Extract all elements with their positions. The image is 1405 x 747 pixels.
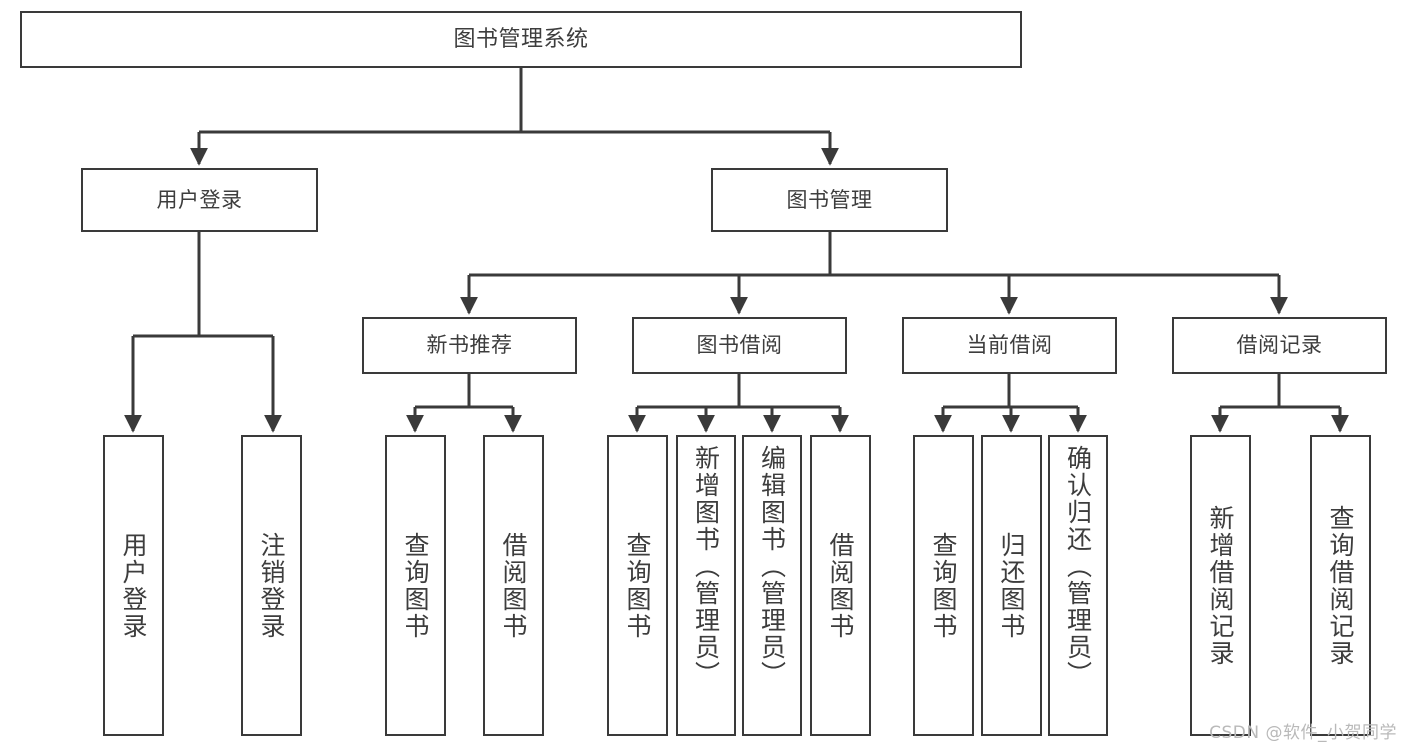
node-label: 图书借阅 xyxy=(696,333,783,358)
node-label: 查询图书 xyxy=(929,531,958,640)
node-user-login[interactable]: 用户登录 xyxy=(81,168,318,232)
node-leaf-borrow-book-2[interactable]: 借阅图书 xyxy=(810,435,871,736)
node-label: 图书管理系统 xyxy=(453,26,589,52)
node-label: 新书推荐 xyxy=(426,333,513,358)
node-leaf-query-book-2[interactable]: 查询图书 xyxy=(607,435,668,736)
node-leaf-query-book-1[interactable]: 查询图书 xyxy=(385,435,446,736)
node-label: 查询图书 xyxy=(401,531,430,640)
node-leaf-query-book-3[interactable]: 查询图书 xyxy=(913,435,974,736)
node-leaf-borrow-book-1[interactable]: 借阅图书 xyxy=(483,435,544,736)
csdn-watermark: CSDN @软件_小贺同学 xyxy=(1209,723,1397,743)
node-new-book-rec[interactable]: 新书推荐 xyxy=(362,317,577,374)
node-label: 新增借阅记录 xyxy=(1206,504,1235,667)
node-label: 查询借阅记录 xyxy=(1326,504,1355,667)
node-label: 编辑图书（管理员） xyxy=(757,445,787,688)
node-label: 归还图书 xyxy=(997,531,1026,640)
node-label: 用户登录 xyxy=(156,187,243,212)
node-label: 新增图书（管理员） xyxy=(691,445,721,688)
node-leaf-user-login[interactable]: 用户登录 xyxy=(103,435,164,736)
node-label: 借阅记录 xyxy=(1236,333,1323,358)
node-leaf-logout[interactable]: 注销登录 xyxy=(241,435,302,736)
node-label: 用户登录 xyxy=(119,531,148,640)
node-leaf-add-borrow-record[interactable]: 新增借阅记录 xyxy=(1190,435,1251,736)
node-book-borrow[interactable]: 图书借阅 xyxy=(632,317,847,374)
node-leaf-confirm-return-admin[interactable]: 确认归还（管理员） xyxy=(1048,435,1108,736)
node-leaf-edit-book-admin[interactable]: 编辑图书（管理员） xyxy=(742,435,802,736)
node-label: 注销登录 xyxy=(257,531,286,640)
node-borrow-record[interactable]: 借阅记录 xyxy=(1172,317,1387,374)
node-label: 借阅图书 xyxy=(826,531,855,640)
node-label: 当前借阅 xyxy=(966,333,1053,358)
node-current-borrow[interactable]: 当前借阅 xyxy=(902,317,1117,374)
node-leaf-return-book[interactable]: 归还图书 xyxy=(981,435,1042,736)
node-root-system[interactable]: 图书管理系统 xyxy=(20,11,1022,68)
node-book-manage[interactable]: 图书管理 xyxy=(711,168,948,232)
node-label: 图书管理 xyxy=(786,187,873,212)
node-leaf-query-borrow-record[interactable]: 查询借阅记录 xyxy=(1310,435,1371,736)
node-label: 查询图书 xyxy=(623,531,652,640)
node-label: 借阅图书 xyxy=(499,531,528,640)
node-label: 确认归还（管理员） xyxy=(1063,445,1093,688)
node-leaf-add-book-admin[interactable]: 新增图书（管理员） xyxy=(676,435,736,736)
